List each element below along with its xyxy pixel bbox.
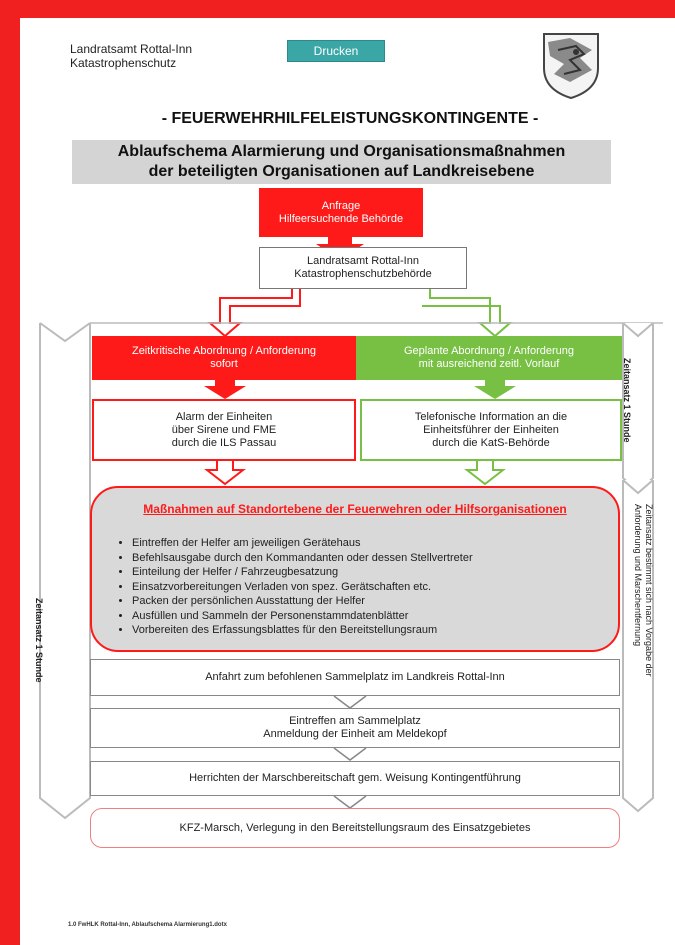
phone-line-2: Einheitsführer der Einheiten: [423, 423, 559, 436]
measures-list: Eintreffen der Helfer am jeweiligen Gerä…: [112, 536, 618, 638]
march-ready-box: Herrichten der Marschbereitschaft gem. W…: [90, 761, 620, 796]
chevron-1: [333, 695, 367, 709]
march-ready-text: Herrichten der Marschbereitschaft gem. W…: [189, 772, 521, 784]
right-top-time-label: Zeitansatz 1 Stunde: [622, 358, 632, 443]
chevron-2: [333, 747, 367, 761]
arrow-phone-down: [464, 461, 506, 486]
lra-box: Landratsamt Rottal-Inn Katastrophenschut…: [259, 247, 467, 289]
drive-text: Anfahrt zum befohlenen Sammelplatz im La…: [205, 671, 505, 683]
arrival-line-1: Eintreffen am Sammelplatz: [289, 715, 421, 727]
alarm-line-1: Alarm der Einheiten: [175, 410, 273, 423]
phone-line-1: Telefonische Information an die: [414, 410, 568, 423]
measure-item: Ausfüllen und Sammeln der Personenstammd…: [132, 609, 618, 624]
footer-filename: 1.0 FwHLK Rottal-Inn, Ablaufschema Alarm…: [68, 922, 227, 928]
kfz-march-text: KFZ-Marsch, Verlegung in den Bereitstell…: [179, 821, 531, 834]
right-bottom-time-label: Zeitansatz bestimmt sich nach Vorgabe de…: [632, 504, 654, 677]
flow-connectors: [39, 237, 663, 820]
measure-item: Vorbereiten des Erfassungsblattes für de…: [132, 623, 618, 638]
chevron-3: [333, 795, 367, 809]
phone-line-3: durch die KatS-Behörde: [432, 436, 550, 449]
kfz-march-box: KFZ-Marsch, Verlegung in den Bereitstell…: [90, 808, 620, 848]
measure-item: Befehlsausgabe durch den Kommandanten od…: [132, 551, 618, 566]
request-title: Anfrage: [321, 199, 361, 212]
measure-item: Packen der persönlichen Ausstattung der …: [132, 594, 618, 609]
right-bottom-line-1: Zeitansatz bestimmt sich nach Vorgabe de…: [644, 504, 654, 677]
document-title: - FEUERWEHRHILFELEISTUNGSKONTINGENTE -: [161, 110, 539, 127]
subtitle-band: Ablaufschema Alarmierung und Organisatio…: [72, 140, 611, 184]
org-header: Landratsamt Rottal-Inn Katastrophenschut…: [70, 42, 192, 70]
phone-info-box: Telefonische Information an die Einheits…: [360, 399, 622, 461]
print-button[interactable]: Drucken: [287, 40, 385, 62]
subtitle-line-2: der beteiligten Organisationen auf Landk…: [148, 163, 535, 180]
left-time-bracket: [39, 323, 91, 820]
subtitle-line-1: Ablaufschema Alarmierung und Organisatio…: [117, 143, 566, 160]
coat-of-arms-icon: [540, 30, 602, 100]
request-box: Anfrage Hilfeersuchende Behörde: [259, 188, 423, 237]
urgent-subtitle: sofort: [210, 358, 238, 370]
arrival-line-2: Anmeldung der Einheit am Meldekopf: [263, 728, 447, 740]
measure-item: Eintreffen der Helfer am jeweiligen Gerä…: [132, 536, 618, 551]
measure-item: Einteilung der Helfer / Fahrzeugbesatzun…: [132, 565, 618, 580]
request-subtitle: Hilfeersuchende Behörde: [278, 212, 404, 225]
lra-subtitle: Katastrophenschutzbehörde: [294, 268, 432, 280]
alarm-box: Alarm der Einheiten über Sirene und FME …: [92, 399, 356, 461]
arrow-urgent-down: [204, 380, 246, 399]
alarm-line-2: über Sirene und FME: [171, 423, 277, 436]
measures-title: Maßnahmen auf Standortebene der Feuerweh…: [143, 502, 567, 516]
org-name: Landratsamt Rottal-Inn: [70, 42, 193, 56]
measures-box: Maßnahmen auf Standortebene der Feuerweh…: [90, 486, 620, 652]
planned-subtitle: mit ausreichend zeitl. Vorlauf: [418, 358, 560, 370]
document-page: Landratsamt Rottal-Inn Katastrophenschut…: [20, 18, 675, 945]
org-department: Katastrophenschutz: [70, 56, 177, 70]
measure-item: Einsatzvorbereitungen Verladen von spez.…: [132, 580, 618, 595]
planned-request-box: Geplante Abordnung / Anforderung mit aus…: [356, 336, 622, 380]
urgent-title: Zeitkritische Abordnung / Anforderung: [131, 345, 317, 357]
lra-title: Landratsamt Rottal-Inn: [307, 255, 419, 267]
arrow-alarm-down: [204, 461, 246, 486]
alarm-line-3: durch die ILS Passau: [171, 436, 277, 449]
urgent-request-box: Zeitkritische Abordnung / Anforderung so…: [92, 336, 356, 380]
arrow-planned-down: [474, 380, 516, 399]
right-time-bracket-bottom: [622, 480, 654, 813]
left-time-label: Zeitansatz 1 Stunde: [34, 598, 44, 683]
arrival-box: Eintreffen am Sammelplatz Anmeldung der …: [90, 708, 620, 748]
drive-box: Anfahrt zum befohlenen Sammelplatz im La…: [90, 659, 620, 696]
right-bottom-line-2: Anforderung und Marschentfernung: [633, 504, 643, 647]
planned-title: Geplante Abordnung / Anforderung: [403, 345, 575, 357]
arrow-to-planned: [422, 289, 513, 338]
arrow-to-urgent: [207, 289, 301, 338]
